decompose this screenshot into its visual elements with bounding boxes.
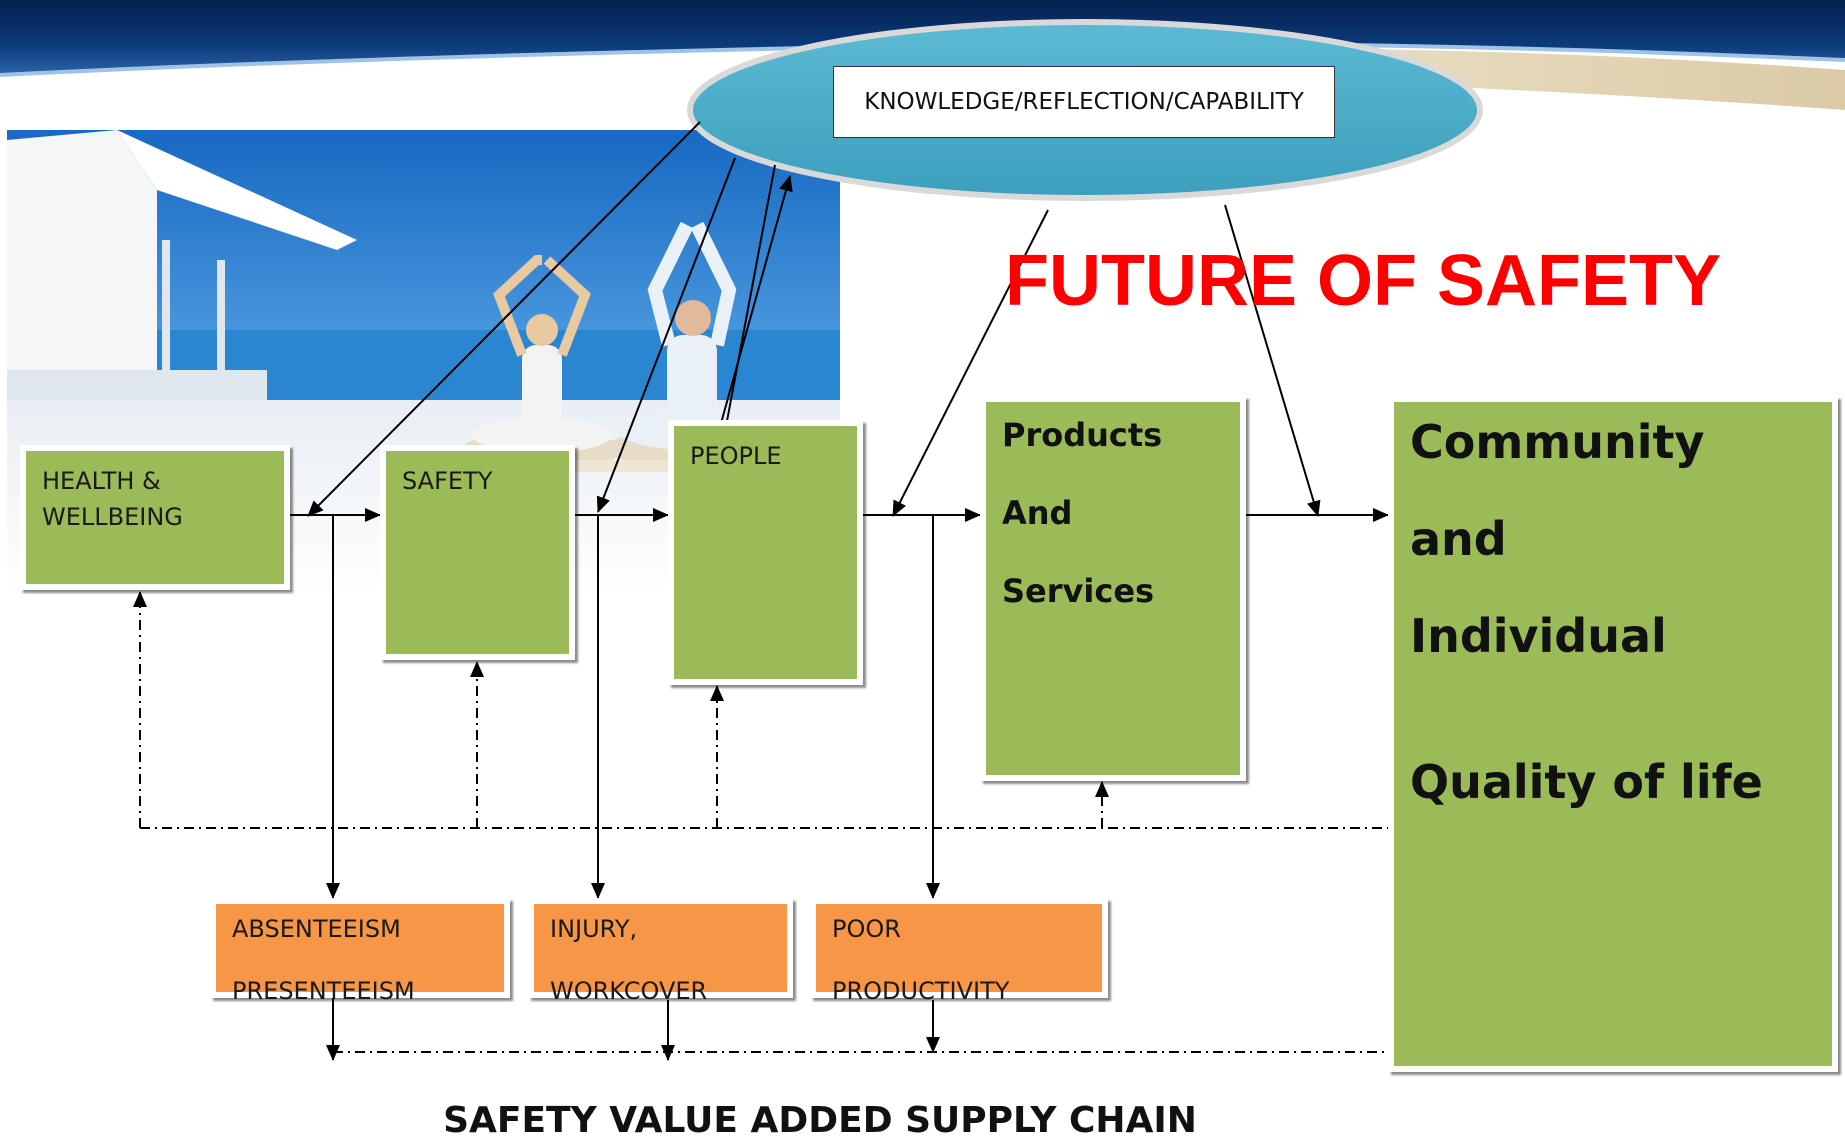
box-safety-label: SAFETY	[402, 467, 493, 495]
box-absenteeism: ABSENTEEISM PRESENTEEISM	[210, 898, 510, 1005]
box-people-label: PEOPLE	[690, 442, 782, 470]
box-products-services: Products And Services	[980, 396, 1246, 781]
box-productivity: POOR PRODUCTIVITY	[810, 898, 1108, 1005]
knowledge-label: KNOWLEDGE/REFLECTION/CAPABILITY	[833, 66, 1335, 138]
box-products-label: Products And Services	[1002, 416, 1163, 610]
box-people: PEOPLE	[668, 420, 863, 685]
box-absenteeism-label: ABSENTEEISM PRESENTEEISM	[232, 915, 415, 1005]
box-community: Community and Individual Quality of life	[1388, 396, 1838, 1072]
box-injury: INJURY, WORKCOVER	[528, 898, 793, 1005]
footer-title: SAFETY VALUE ADDED SUPPLY CHAIN	[443, 1100, 1197, 1141]
box-community-label: Community and Individual Quality of life	[1410, 415, 1763, 809]
box-health-label: HEALTH & WELLBEING	[42, 467, 183, 531]
box-productivity-label: POOR PRODUCTIVITY	[832, 915, 1010, 1005]
headline: FUTURE OF SAFETY	[1005, 241, 1721, 321]
box-safety: SAFETY	[380, 445, 575, 660]
box-health-wellbeing: HEALTH & WELLBEING	[20, 445, 290, 590]
box-injury-label: INJURY, WORKCOVER	[550, 915, 708, 1005]
